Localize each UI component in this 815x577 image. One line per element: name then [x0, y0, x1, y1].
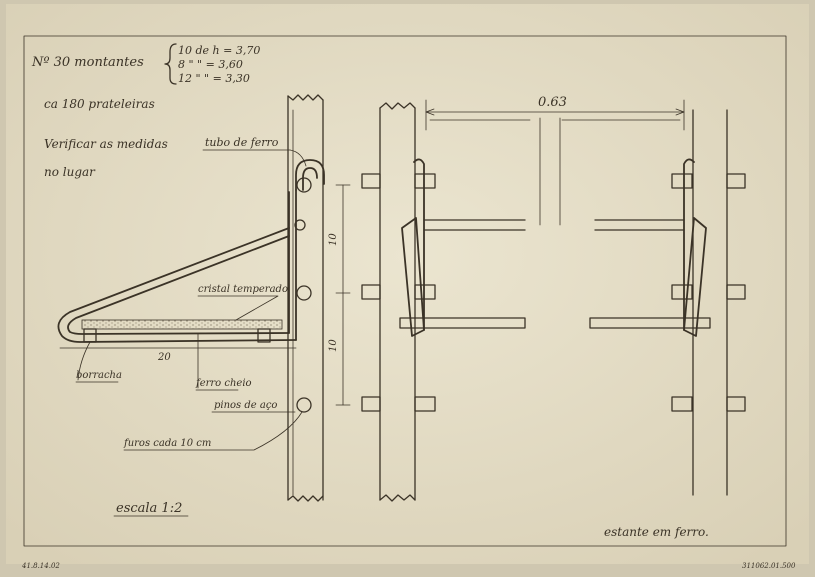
note-verify: Verificar as medidas [44, 137, 168, 151]
rubber-pad [257, 328, 271, 343]
note-prateleiras: ca 180 prateleiras [44, 97, 155, 111]
label-tube: tubo de ferro [205, 136, 279, 149]
corner-mark-left: 41.8.14.02 [21, 562, 60, 570]
label-glass: cristal temperado [198, 284, 288, 295]
dim-063: 0.63 [538, 95, 567, 110]
note-montantes: Nº 30 montantes [31, 55, 144, 70]
label-holes: furos cada 10 cm [123, 438, 211, 449]
glass-shelf [81, 319, 283, 330]
note-height-c: 12 " " = 3,30 [178, 72, 250, 85]
note-place: no lugar [44, 165, 96, 179]
frame-border [23, 35, 787, 547]
brace [164, 43, 177, 85]
note-height-a: 10 de h = 3,70 [178, 44, 260, 57]
front-view-right [589, 109, 746, 496]
corner-mark-right: 311062.01.500 [742, 562, 796, 570]
side-view: cristal temperado borracha ferro cheio p… [57, 94, 351, 502]
label-rubber: borracha [76, 370, 122, 381]
scale-label: escala 1:2 [116, 501, 182, 516]
note-height-b: 8 " " = 3,60 [178, 58, 243, 71]
post-hole [296, 397, 312, 413]
front-view: 0.63 [361, 95, 685, 502]
dim-10-upper: 10 [328, 233, 339, 246]
dim-10-lower: 10 [328, 339, 339, 352]
dim-20: 20 [157, 352, 171, 363]
label-solid-iron: ferro cheio [195, 378, 252, 389]
label-steel-pins: pinos de aço [214, 400, 277, 411]
post-hole [296, 177, 312, 193]
caption: estante em ferro. [604, 525, 709, 539]
post-hole [296, 285, 312, 301]
